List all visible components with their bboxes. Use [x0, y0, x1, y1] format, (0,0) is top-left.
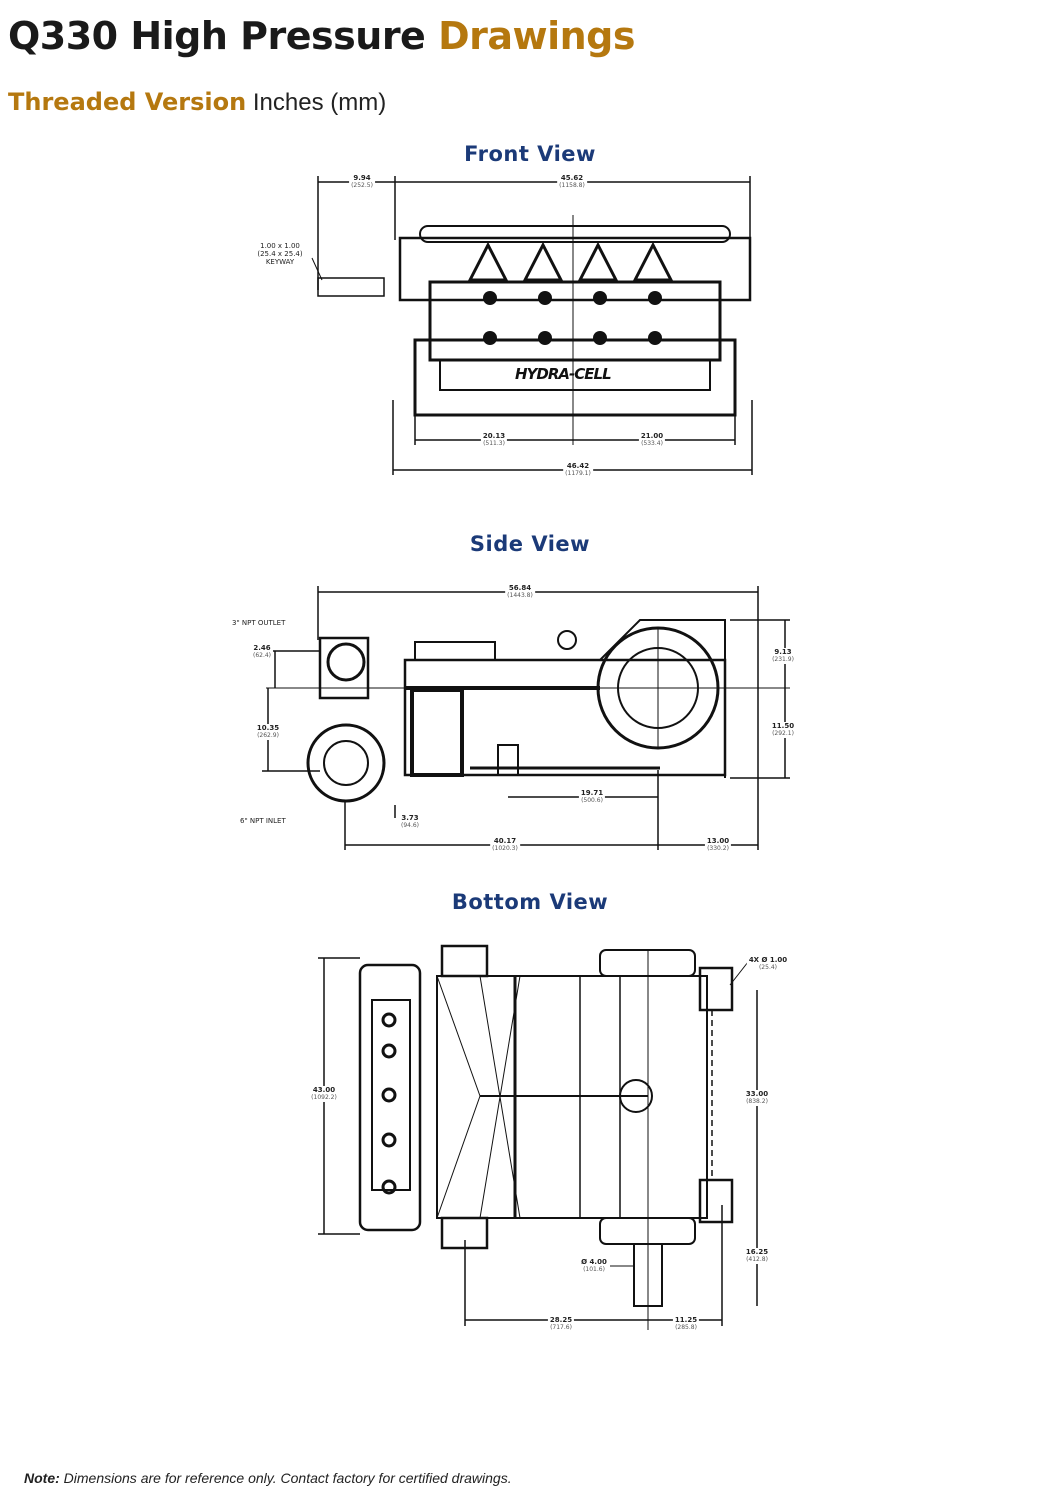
dim-mm: (330.2): [707, 845, 729, 852]
note-label: Note:: [24, 1470, 60, 1486]
keyway-text: KEYWAY: [265, 258, 295, 266]
dim-in: 21.00: [640, 432, 664, 440]
dim-front-46-42: 46.42(1179.1): [563, 462, 593, 478]
dim-mm: (1158.8): [559, 182, 585, 189]
dim-mm: (252.5): [351, 182, 373, 189]
dim-mm: (292.1): [772, 730, 794, 737]
dim-mm: (500.6): [581, 797, 603, 804]
dim-mm: (511.3): [483, 440, 505, 447]
dim-mm: (838.2): [746, 1098, 768, 1105]
bottom-view-drawing: [318, 944, 758, 1330]
dim-mm: (717.6): [550, 1324, 572, 1331]
dim-front-21-00: 21.00(533.4): [638, 432, 666, 448]
dim-mm: (1020.3): [492, 845, 518, 852]
keyway-label: 1.00 x 1.00 (25.4 x 25.4) KEYWAY: [252, 242, 308, 266]
dim-in: 2.46: [253, 644, 271, 652]
dim-mm: (25.4): [758, 964, 778, 971]
dim-bottom-11-25: 11.25(285.8): [672, 1316, 700, 1332]
dim-in: 11.50: [771, 722, 795, 730]
front-view-title: Front View: [464, 142, 596, 166]
front-view-drawing: [311, 176, 753, 475]
side-view-drawing: [262, 586, 790, 850]
dim-in: 3.73: [401, 814, 419, 822]
dim-side-13-00: 13.00(330.2): [704, 837, 732, 853]
dim-side-19-71: 19.71(500.6): [578, 789, 606, 805]
title-accent: Drawings: [438, 14, 635, 58]
dim-side-3-73: 3.73(94.6): [398, 814, 422, 830]
dim-in: 45.62: [560, 174, 584, 182]
inlet-label: 6" NPT INLET: [240, 817, 286, 825]
dim-side-56-84: 56.84(1443.8): [505, 584, 535, 600]
dim-front-45-62: 45.62(1158.8): [557, 174, 587, 190]
dim-in: 13.00: [706, 837, 730, 845]
dim-in: 33.00: [745, 1090, 769, 1098]
bottom-view-title: Bottom View: [451, 890, 609, 914]
dim-in: 16.25: [745, 1248, 769, 1256]
outlet-label: 3" NPT OUTLET: [232, 619, 286, 627]
dim-in: 46.42: [566, 462, 590, 470]
dim-mm: (101.6): [583, 1266, 605, 1273]
dim-side-10-35: 10.35(262.9): [254, 724, 282, 740]
dim-mm: (412.8): [746, 1256, 768, 1263]
dim-in: 20.13: [482, 432, 506, 440]
dim-bottom-28-25: 28.25(717.6): [547, 1316, 575, 1332]
dim-in: 9.13: [774, 648, 792, 656]
dim-in: 4X Ø 1.00: [748, 956, 788, 964]
dim-mm: (262.9): [257, 732, 279, 739]
dim-in: 10.35: [256, 724, 280, 732]
title-main: Q330 High Pressure: [8, 14, 439, 58]
subtitle: Threaded Version Inches (mm): [8, 88, 386, 117]
dim-bottom-43-00: 43.00(1092.2): [309, 1086, 339, 1102]
dim-bottom-16-25: 16.25(412.8): [743, 1248, 771, 1264]
dim-bottom-33-00: 33.00(838.2): [743, 1090, 771, 1106]
dim-front-20-13: 20.13(511.3): [480, 432, 508, 448]
dim-in: Ø 4.00: [581, 1258, 607, 1266]
dim-side-40-17: 40.17(1020.3): [490, 837, 520, 853]
dim-mm: (94.6): [400, 822, 420, 829]
dim-mm: (285.8): [675, 1324, 697, 1331]
keyway-size: 1.00 x 1.00: [260, 242, 300, 250]
keyway-size-mm: (25.4 x 25.4): [257, 250, 303, 258]
dim-front-9-94: 9.94(252.5): [349, 174, 375, 190]
footnote: Note: Dimensions are for reference only.…: [24, 1470, 512, 1486]
page-title: Q330 High Pressure Drawings: [8, 14, 635, 58]
note-text: Dimensions are for reference only. Conta…: [59, 1470, 512, 1486]
dim-mm: (1179.1): [565, 470, 591, 477]
dim-mm: (1092.2): [311, 1094, 337, 1101]
dim-in: 19.71: [580, 789, 604, 797]
dim-in: 28.25: [549, 1316, 573, 1324]
subtitle-units: Inches (mm): [246, 89, 387, 116]
dim-side-11-50: 11.50(292.1): [769, 722, 797, 738]
dim-in: 56.84: [508, 584, 532, 592]
subtitle-version: Threaded Version: [8, 88, 247, 116]
side-view-title: Side View: [469, 532, 591, 556]
dim-bottom-holes: 4X Ø 1.00(25.4): [746, 956, 790, 972]
dim-in: 43.00: [312, 1086, 336, 1094]
dim-side-9-13: 9.13(231.9): [770, 648, 796, 664]
dim-in: 40.17: [493, 837, 517, 845]
dim-mm: (62.4): [252, 652, 272, 659]
dim-mm: (231.9): [772, 656, 794, 663]
dim-in: 11.25: [674, 1316, 698, 1324]
dim-mm: (533.4): [641, 440, 663, 447]
dim-side-2-46: 2.46(62.4): [250, 644, 274, 660]
dim-bottom-shaft-dia: Ø 4.00(101.6): [579, 1258, 609, 1274]
hydra-cell-logo: HYDRA-CELL: [515, 365, 612, 383]
dim-in: 9.94: [353, 174, 371, 182]
dim-mm: (1443.8): [507, 592, 533, 599]
